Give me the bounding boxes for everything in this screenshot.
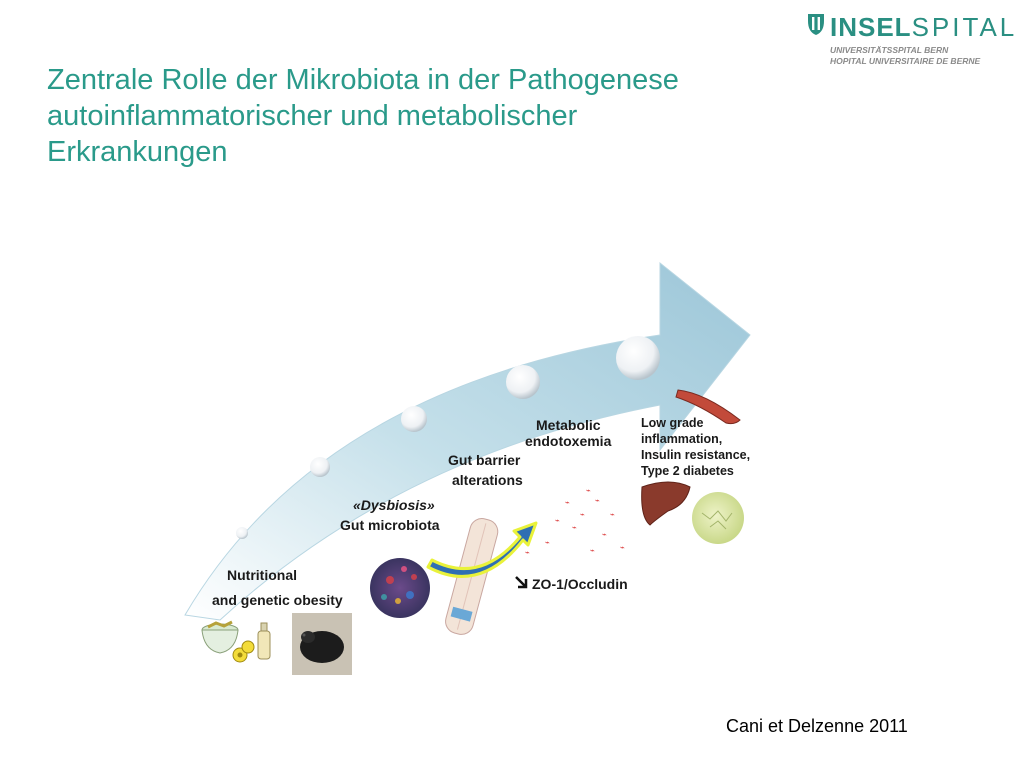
pathogenesis-diagram: Nutritional and genetic obesity «Dysbios… [184,261,751,675]
inselspital-logo-icon [808,14,824,35]
svg-text:⌁: ⌁ [610,510,615,519]
stage-pearl-3 [401,406,427,432]
logo-wordmark: INSELSPITAL [830,12,1018,42]
title-line-1: Zentrale Rolle der Mikrobiota in der Pat… [47,64,679,96]
svg-text:⌁: ⌁ [586,486,591,495]
title-line-3: Erkrankungen [47,136,228,168]
label-nutritional: Nutritional [227,567,297,583]
inselspital-logo: INSELSPITAL UNIVERSITÄTSSPITAL BERN HOPI… [806,10,1016,70]
label-inflammation: inflammation, [641,432,722,446]
label-zo1-occludin: ZO-1/Occludin [532,576,628,592]
muscle-icon [675,389,741,425]
adipocyte-icon [692,492,744,544]
translocation-arrow-icon [426,521,538,578]
label-gut-barrier: Gut barrier [448,452,521,468]
bottle-icon [257,622,271,660]
title-line-2: autoinflammatorischer und metabolischer [47,100,578,132]
svg-text:⌁: ⌁ [565,498,570,507]
microbiota-cluster-icon [370,558,430,618]
svg-text:⌁: ⌁ [555,516,560,525]
stage-pearl-4 [506,365,540,399]
label-alterations: alterations [452,472,523,488]
down-arrow-icon [515,576,528,589]
svg-text:⌁: ⌁ [580,510,585,519]
label-metabolic: Metabolic [536,417,601,433]
slide-title: Zentrale Rolle der Mikrobiota in der Pat… [47,62,807,170]
logo-subtitle-1: UNIVERSITÄTSSPITAL BERN [830,45,949,55]
label-genetic-obesity: and genetic obesity [212,592,343,608]
svg-text:⌁: ⌁ [572,523,577,532]
label-endotoxemia: endotoxemia [525,433,612,449]
food-bowl-icon [201,620,255,663]
svg-text:⌁: ⌁ [590,546,595,555]
lps-molecule-icon: ⌁⌁⌁ ⌁⌁⌁ ⌁⌁⌁ ⌁⌁⌁ [525,486,625,557]
logo-subtitle-2: HOPITAL UNIVERSITAIRE DE BERNE [830,56,981,66]
label-dysbiosis: «Dysbiosis» [353,497,435,513]
svg-text:⌁: ⌁ [545,538,550,547]
svg-text:⌁: ⌁ [525,548,530,557]
label-gut-microbiota: Gut microbiota [340,517,440,533]
label-insulin-resistance: Insulin resistance, [641,448,750,462]
liver-icon [641,481,691,526]
mouse-photo [292,613,352,675]
progression-arrow [184,261,751,621]
stage-pearl-2 [310,457,330,477]
stage-pearl-5 [616,336,660,380]
citation: Cani et Delzenne 2011 [726,716,908,736]
svg-text:⌁: ⌁ [595,496,600,505]
stage-pearl-1 [236,527,248,539]
label-type2-diabetes: Type 2 diabetes [641,464,734,478]
svg-text:⌁: ⌁ [620,543,625,552]
svg-text:⌁: ⌁ [602,530,607,539]
label-low-grade: Low grade [641,416,704,430]
